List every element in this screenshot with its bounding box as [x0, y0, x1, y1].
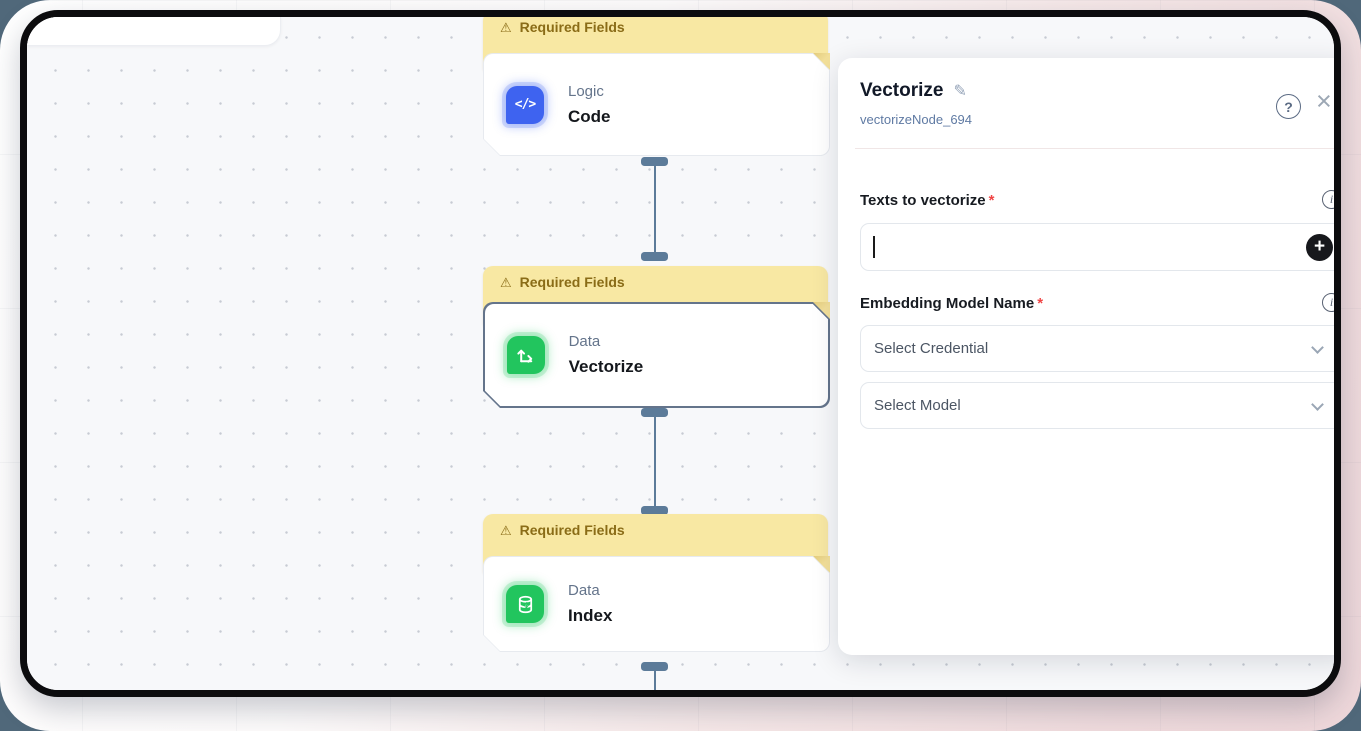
edge-index-out[interactable] — [654, 667, 656, 690]
node-category: Data — [568, 582, 600, 599]
close-icon[interactable]: × — [1316, 86, 1332, 116]
top-left-toolbar — [27, 17, 281, 46]
select-model-placeholder: Select Model — [874, 397, 961, 414]
header-divider — [855, 148, 1334, 149]
info-icon[interactable]: i — [1322, 190, 1334, 209]
required-marker: * — [988, 192, 995, 209]
select-credential-placeholder: Select Credential — [874, 340, 989, 357]
node-category: Data — [568, 333, 601, 350]
node-id-label: vectorizeNode_694 — [860, 112, 973, 127]
embedding-model-name-label: Embedding Model Name* — [860, 295, 1044, 312]
node-name: Vectorize — [568, 357, 644, 376]
app-window-frame: ⚠ Required Fields </> Logic Code ⚠ Requi… — [20, 10, 1341, 697]
texts-to-vectorize-label: Texts to vectorize* — [860, 192, 995, 209]
warning-label: Required Fields — [519, 522, 625, 538]
node-name: Index — [568, 606, 613, 625]
edge-code-vectorize[interactable] — [654, 161, 656, 257]
edge-handle-target[interactable] — [641, 252, 668, 261]
database-bolt-icon — [506, 585, 544, 623]
warning-label: Required Fields — [519, 19, 625, 35]
panel-title: Vectorize — [860, 80, 944, 101]
node-index[interactable]: Data Index — [483, 556, 830, 652]
info-icon[interactable]: i — [1322, 293, 1334, 312]
select-credential-dropdown[interactable]: Select Credential — [860, 325, 1334, 372]
warning-label: Required Fields — [519, 274, 625, 290]
required-marker: * — [1037, 295, 1044, 312]
node-category: Logic — [568, 82, 604, 100]
edge-handle-target[interactable] — [641, 506, 668, 515]
chevron-down-icon — [1311, 398, 1324, 411]
node-vectorize[interactable]: Data Vectorize — [483, 302, 830, 408]
edit-title-icon[interactable]: ✎ — [953, 83, 967, 100]
vector-axis-icon — [507, 336, 545, 374]
help-icon[interactable]: ? — [1276, 94, 1301, 119]
add-item-button[interactable]: + — [1306, 234, 1333, 261]
node-detail-panel: Vectorize ✎ ? × vectorizeNode_694 Texts … — [838, 58, 1334, 655]
text-caret — [873, 236, 875, 258]
texts-to-vectorize-input[interactable]: + — [860, 223, 1334, 271]
chevron-down-icon — [1311, 341, 1324, 354]
code-glyph: </> — [514, 97, 536, 112]
edge-vectorize-index[interactable] — [654, 412, 656, 510]
warning-icon: ⚠ — [500, 275, 512, 290]
warning-icon: ⚠ — [500, 523, 512, 538]
code-icon: </> — [506, 86, 544, 124]
edge-handle-source[interactable] — [641, 662, 668, 671]
warning-icon: ⚠ — [500, 20, 512, 35]
node-name: Code — [568, 106, 611, 126]
node-code[interactable]: </> Logic Code — [483, 53, 830, 156]
select-model-dropdown[interactable]: Select Model — [860, 382, 1334, 429]
